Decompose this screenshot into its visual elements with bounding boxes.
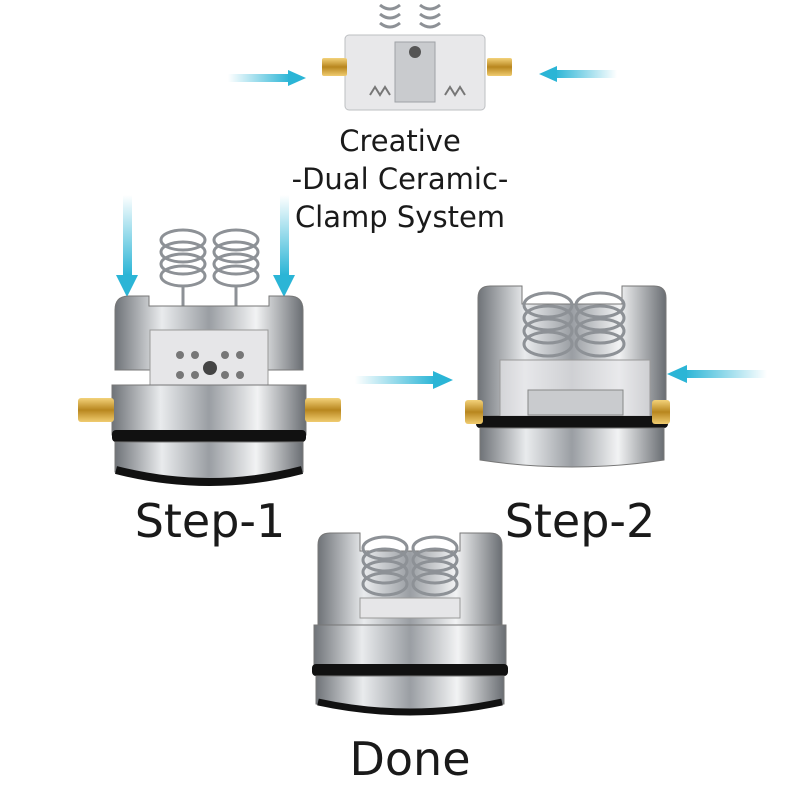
title: Creative -Dual Ceramic- Clamp System xyxy=(250,122,550,236)
done-deck-graphic xyxy=(312,532,508,716)
title-line-2: -Dual Ceramic- xyxy=(291,162,509,196)
done-label: Done xyxy=(349,732,471,786)
ceramic-clamp-graphic xyxy=(228,3,617,111)
step2-label: Step-2 xyxy=(504,494,656,548)
step2-deck-graphic xyxy=(465,285,767,468)
step1-deck-graphic xyxy=(78,195,341,486)
arrow-to-step2 xyxy=(355,371,453,389)
step1-label: Step-1 xyxy=(134,494,286,548)
title-line-1: Creative xyxy=(339,124,461,158)
title-line-3: Clamp System xyxy=(294,200,506,234)
